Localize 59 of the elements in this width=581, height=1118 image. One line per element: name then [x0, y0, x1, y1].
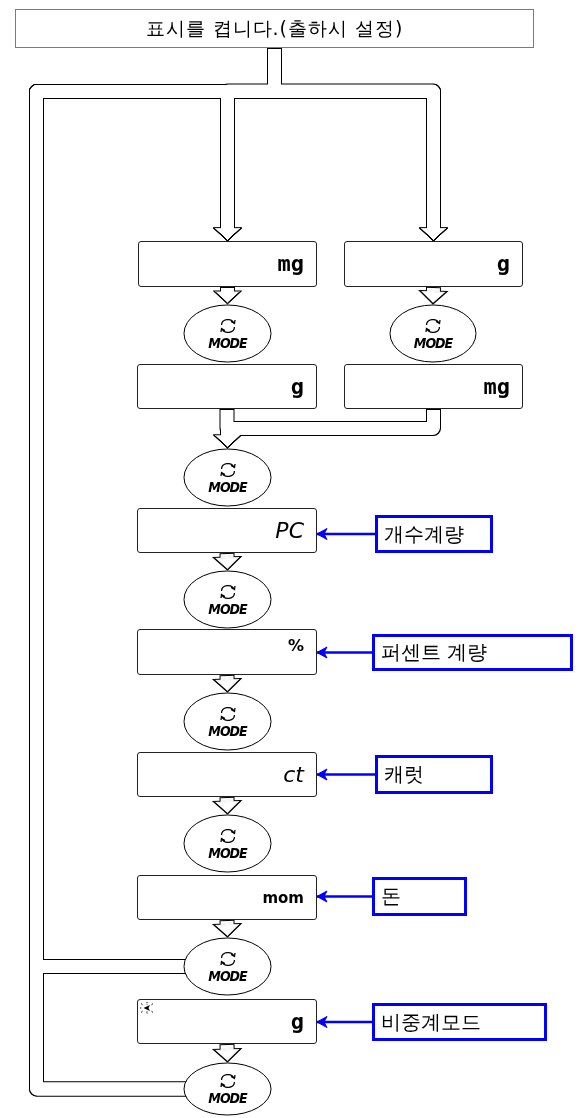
block-arrow — [213, 409, 441, 449]
note-box — [375, 515, 493, 553]
note-box — [375, 755, 493, 794]
unit-text: mg — [483, 375, 510, 398]
title-box — [15, 9, 534, 48]
button-label: MODE — [208, 335, 247, 350]
note-box — [372, 634, 573, 671]
display-panel — [137, 875, 317, 920]
block-arrow — [212, 919, 242, 938]
mode-button — [183, 692, 272, 751]
unit-text: g — [496, 253, 510, 275]
note-text: 캐럿 — [384, 761, 424, 788]
mode-button — [183, 814, 272, 873]
mode-button — [183, 937, 272, 996]
button-label: MODE — [413, 335, 453, 350]
note-text: 개수계량 — [384, 520, 464, 548]
block-arrow — [212, 674, 242, 693]
unit-text: mg — [277, 253, 304, 275]
unit-text: ct — [283, 763, 304, 786]
block-arrow — [213, 287, 242, 305]
mode-button — [183, 1062, 272, 1116]
arrow — [316, 646, 372, 659]
block-arrow — [418, 286, 448, 305]
display-panel — [138, 241, 317, 287]
arrow — [316, 528, 375, 540]
display-panel — [344, 241, 523, 287]
arrow — [316, 768, 375, 781]
mode-button — [183, 448, 272, 507]
note-text: 비중계모드 — [381, 1008, 481, 1036]
display-panel — [344, 364, 523, 409]
note-text: 퍼센트 계량 — [381, 639, 488, 666]
unit-text: g — [290, 375, 304, 398]
unit-text: % — [287, 636, 304, 655]
title-text: 표시를 켭니다.(출하시 설정) — [145, 15, 404, 41]
note-text: 돈 — [381, 883, 401, 910]
block-arrow — [212, 1043, 242, 1063]
note-box — [372, 1003, 547, 1041]
button-label: MODE — [208, 479, 247, 494]
display-panel — [137, 629, 317, 675]
mode-button — [183, 570, 272, 629]
arrow — [316, 890, 372, 903]
note-box — [372, 877, 467, 916]
button-label: MODE — [208, 601, 247, 616]
arrow — [316, 1016, 372, 1028]
display-panel — [137, 752, 317, 797]
mode-button — [183, 304, 272, 363]
block-arrow — [212, 552, 242, 571]
unit-text: PC — [275, 519, 304, 542]
display-panel — [137, 364, 317, 409]
button-label: MODE — [208, 968, 247, 983]
unit-text: g — [290, 1010, 304, 1033]
button-label: MODE — [208, 723, 247, 738]
unit-text: mom — [262, 888, 304, 907]
button-label: MODE — [208, 845, 247, 860]
mode-button — [389, 304, 477, 363]
display-panel — [137, 508, 317, 553]
display-panel — [137, 999, 317, 1044]
block-arrow — [212, 796, 242, 815]
button-label: MODE — [208, 1091, 247, 1105]
